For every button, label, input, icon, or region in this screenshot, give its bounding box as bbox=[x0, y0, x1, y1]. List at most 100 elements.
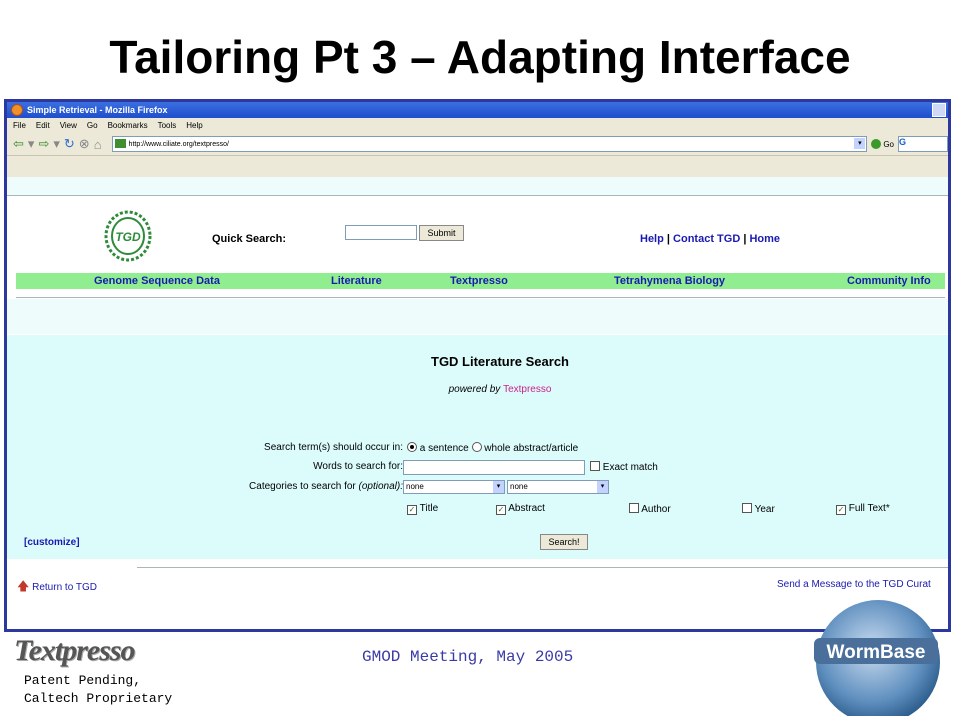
textpresso-link[interactable]: Textpresso bbox=[503, 384, 552, 395]
exact-match: Exact match bbox=[590, 461, 658, 473]
nav-genome-sequence-data[interactable]: Genome Sequence Data bbox=[94, 275, 220, 287]
nav-bar: Genome Sequence Data Literature Textpres… bbox=[16, 273, 945, 289]
field-year-checkbox[interactable] bbox=[742, 503, 752, 513]
field-title: ✓ Title bbox=[407, 503, 438, 515]
quick-search-input[interactable] bbox=[345, 225, 417, 240]
field-abstract-checkbox[interactable]: ✓ bbox=[496, 505, 506, 515]
top-links: Help | Contact TGD | Home bbox=[640, 233, 780, 245]
forward-dropdown-icon[interactable]: ▾ bbox=[53, 136, 60, 151]
web-page: TGD Quick Search: Submit Help | Contact … bbox=[7, 177, 948, 629]
browser-screenshot: Simple Retrieval - Mozilla Firefox File … bbox=[4, 99, 951, 632]
site-icon bbox=[114, 139, 126, 148]
tgd-logo: TGD bbox=[104, 210, 152, 262]
home-link[interactable]: Home bbox=[749, 233, 781, 245]
reload-icon[interactable]: ↻ bbox=[63, 136, 75, 151]
chevron-down-icon: ▾ bbox=[597, 481, 608, 493]
link-separator: | bbox=[743, 233, 750, 245]
field-abstract-label: Abstract bbox=[508, 503, 545, 514]
categories-optional: (optional): bbox=[358, 481, 403, 492]
category-select-2-value: none bbox=[510, 482, 528, 491]
words-input[interactable] bbox=[403, 460, 585, 475]
navigation-toolbar: ⇦ ▾ ⇨ ▾ ↻ ⊗ ⌂ http://www.ciliate.org/tex… bbox=[7, 133, 948, 156]
slide-title: Tailoring Pt 3 – Adapting Interface bbox=[109, 31, 851, 83]
meeting-label: GMOD Meeting, May 2005 bbox=[362, 648, 574, 666]
firefox-icon bbox=[11, 104, 23, 116]
wormbase-logo-text: WormBase bbox=[827, 642, 926, 663]
category-select-2[interactable]: none ▾ bbox=[507, 480, 609, 494]
literature-search-panel: TGD Literature Search powered by Textpre… bbox=[7, 335, 948, 559]
occur-options: a sentence whole abstract/article bbox=[407, 442, 578, 454]
url-text: http://www.ciliate.org/textpresso/ bbox=[128, 140, 229, 148]
back-dropdown-icon[interactable]: ▾ bbox=[27, 136, 35, 151]
go-icon bbox=[871, 139, 882, 149]
menu-help[interactable]: Help bbox=[186, 121, 203, 130]
patent-notice: Patent Pending, Caltech Proprietary bbox=[24, 672, 172, 708]
spacer-strip bbox=[7, 299, 948, 334]
contact-link[interactable]: Contact TGD bbox=[673, 233, 741, 245]
field-title-label: Title bbox=[419, 503, 439, 514]
field-fulltext: ✓ Full Text* bbox=[836, 503, 890, 515]
window-titlebar: Simple Retrieval - Mozilla Firefox bbox=[7, 102, 948, 118]
up-arrow-icon: 🡅 bbox=[17, 579, 30, 593]
menu-go[interactable]: Go bbox=[86, 121, 98, 130]
stop-icon[interactable]: ⊗ bbox=[78, 136, 90, 151]
search-box[interactable]: G bbox=[898, 136, 948, 152]
url-dropdown-icon[interactable]: ▾ bbox=[854, 138, 866, 149]
window-title: Simple Retrieval - Mozilla Firefox bbox=[27, 105, 168, 115]
send-message-link[interactable]: Send a Message to the TGD Curat bbox=[777, 579, 931, 590]
toolbar-spacer bbox=[7, 156, 948, 178]
exact-match-label: Exact match bbox=[602, 462, 658, 473]
nav-tetrahymena-biology[interactable]: Tetrahymena Biology bbox=[614, 275, 726, 287]
quick-search-label: Quick Search: bbox=[212, 233, 286, 245]
google-icon: G bbox=[899, 137, 907, 147]
chevron-down-icon: ▾ bbox=[493, 481, 504, 493]
search-button[interactable]: Search! bbox=[540, 534, 588, 550]
return-to-tgd[interactable]: 🡅 Return to TGD bbox=[17, 577, 97, 598]
patent-line-2: Caltech Proprietary bbox=[24, 691, 173, 706]
exact-match-checkbox[interactable] bbox=[590, 461, 600, 471]
wormbase-logo: WormBase bbox=[814, 600, 940, 716]
category-select-1-value: none bbox=[406, 482, 424, 491]
nav-textpresso[interactable]: Textpresso bbox=[450, 275, 508, 287]
field-title-checkbox[interactable]: ✓ bbox=[407, 505, 417, 515]
menu-edit[interactable]: Edit bbox=[35, 121, 50, 130]
minimize-icon[interactable] bbox=[932, 103, 946, 117]
field-year: Year bbox=[742, 503, 775, 515]
words-label: Words to search for: bbox=[313, 461, 403, 472]
menu-view[interactable]: View bbox=[59, 121, 77, 130]
submit-button[interactable]: Submit bbox=[419, 225, 464, 241]
back-icon[interactable]: ⇦ bbox=[13, 136, 24, 151]
field-fulltext-checkbox[interactable]: ✓ bbox=[836, 505, 846, 515]
categories-label: Categories to search for (optional): bbox=[249, 481, 403, 492]
tgd-logo-text: TGD bbox=[115, 230, 141, 244]
menu-bookmarks[interactable]: Bookmarks bbox=[107, 121, 148, 130]
customize-link[interactable]: [customize] bbox=[24, 537, 80, 548]
patent-line-1: Patent Pending, bbox=[24, 673, 142, 688]
home-icon[interactable]: ⌂ bbox=[93, 136, 102, 152]
nav-community-info[interactable]: Community Info bbox=[847, 275, 931, 287]
go-label: Go bbox=[883, 139, 894, 149]
radio-whole[interactable] bbox=[471, 442, 482, 452]
powered-by: powered by Textpresso bbox=[7, 384, 948, 395]
menu-file[interactable]: File bbox=[13, 121, 26, 130]
link-separator: | bbox=[666, 233, 674, 245]
go-button[interactable]: Go bbox=[871, 139, 894, 149]
nav-literature[interactable]: Literature bbox=[331, 275, 382, 287]
category-select-1[interactable]: none ▾ bbox=[403, 480, 505, 494]
radio-whole-label: whole abstract/article bbox=[484, 443, 579, 454]
radio-sentence[interactable] bbox=[407, 442, 417, 452]
url-bar[interactable]: http://www.ciliate.org/textpresso/ ▾ bbox=[111, 136, 868, 152]
field-author: Author bbox=[629, 503, 671, 515]
textpresso-footer-logo: Textpresso bbox=[14, 634, 136, 667]
powered-by-label: powered by bbox=[448, 384, 501, 395]
forward-icon[interactable]: ⇨ bbox=[38, 136, 50, 151]
field-fulltext-label: Full Text* bbox=[848, 503, 890, 514]
help-link[interactable]: Help bbox=[640, 233, 664, 245]
page-top-strip bbox=[7, 177, 948, 196]
field-abstract: ✓ Abstract bbox=[496, 503, 545, 515]
return-link[interactable]: Return to TGD bbox=[32, 582, 97, 593]
categories-label-text: Categories to search for bbox=[249, 481, 356, 492]
field-author-checkbox[interactable] bbox=[629, 503, 639, 513]
lit-search-title: TGD Literature Search bbox=[431, 354, 569, 369]
menu-tools[interactable]: Tools bbox=[157, 121, 177, 130]
